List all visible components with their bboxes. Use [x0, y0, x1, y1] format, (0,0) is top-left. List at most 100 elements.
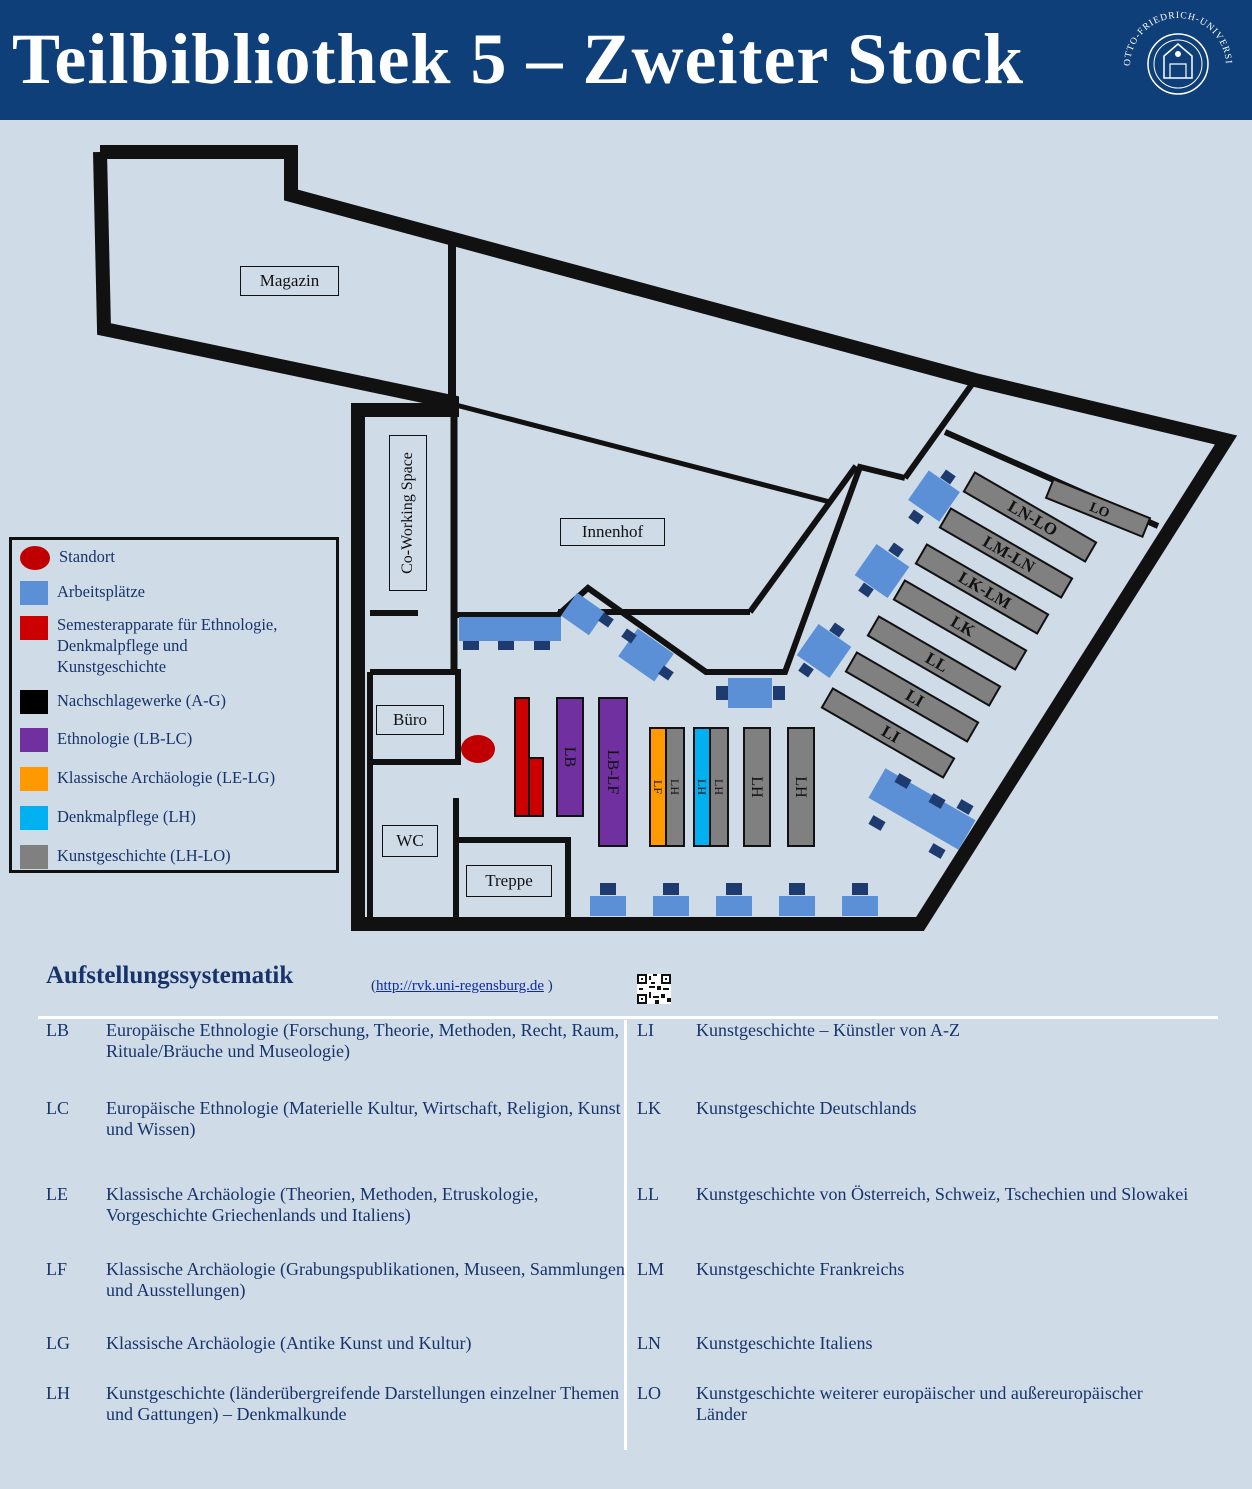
shelf-ln-lo: [962, 471, 1098, 563]
chair: [908, 509, 924, 525]
chair: [600, 883, 616, 895]
legend-label: Ethnologie (LB-LC): [57, 729, 193, 748]
shelf-li-1: [820, 687, 956, 779]
code-lb: LB: [46, 1020, 70, 1040]
code-lk: LK: [637, 1098, 661, 1118]
code-li: LI: [637, 1020, 654, 1040]
code-ll: LL: [637, 1184, 659, 1204]
shelf-lh1: [665, 727, 685, 847]
chair: [598, 612, 614, 628]
shelf-label-lf: LF: [651, 780, 665, 794]
innenhof-wall: [747, 464, 859, 614]
semesterapparat-swatch: [20, 616, 48, 640]
chair: [928, 793, 946, 809]
standort-marker: [461, 735, 495, 763]
rvk-link[interactable]: http://rvk.uni-regensburg.de: [376, 978, 545, 994]
desk: [868, 768, 976, 850]
desc-lo: Kunstgeschichte weiterer europäischer un…: [696, 1383, 1143, 1424]
room-coworking: Co-Working Space: [389, 435, 427, 591]
legend-label: Arbeitsplätze: [57, 582, 145, 601]
shelf-semesterapparat: [528, 757, 544, 817]
code-ln: LN: [637, 1333, 661, 1353]
desc-lf: Klassische Archäologie (Grabungspublikat…: [106, 1259, 625, 1300]
wall: [902, 378, 978, 480]
code-lc: LC: [46, 1098, 70, 1118]
shelf-ll: [866, 615, 1002, 707]
divider: [624, 1020, 627, 1450]
kunstgeschichte-swatch: [20, 845, 48, 869]
desk: [561, 592, 605, 636]
legend-item-nachschlagewerke: Nachschlagewerke (A-G): [20, 690, 226, 714]
legend: Standort Arbeitsplätze Semesterapparate …: [9, 537, 339, 873]
chair: [868, 815, 886, 831]
desc-lm: Kunstgeschichte Frankreichs: [696, 1259, 905, 1279]
chair: [829, 622, 845, 638]
ethnologie-swatch: [20, 728, 48, 752]
shelf-label-lh3: LH: [712, 779, 726, 795]
legend-label: Denkmalpflege (LH): [57, 807, 196, 826]
desk: [779, 896, 815, 916]
systematik-title: Aufstellungssystematik: [46, 962, 294, 989]
shelf-lb: [556, 697, 584, 817]
page-title: Teilbibliothek 5 – Zweiter Stock: [12, 19, 1025, 99]
archaeologie-swatch: [20, 767, 48, 791]
desc-le: Klassische Archäologie (Theorien, Method…: [106, 1184, 539, 1225]
chair: [798, 662, 814, 678]
legend-label: Semesterapparate für Ethnologie, Denkmal…: [57, 615, 278, 676]
shelf-semesterapparat: [514, 697, 530, 817]
chair: [534, 641, 550, 650]
desk: [908, 470, 960, 522]
shelf-label-lh4: LH: [748, 776, 765, 798]
shelf-lh2: [709, 727, 729, 847]
shelf-lh3: [743, 727, 771, 847]
chair: [888, 542, 904, 558]
chair: [658, 665, 674, 681]
room-wc: WC: [382, 825, 438, 857]
header-bar: Teilbibliothek 5 – Zweiter Stock OTTO-FR…: [0, 0, 1252, 120]
shelf-lb-lf: [598, 697, 628, 847]
code-lf: LF: [46, 1259, 68, 1279]
legend-item-kunstgeschichte: Kunstgeschichte (LH-LO): [20, 845, 231, 869]
legend-label: Klassische Archäologie (LE-LG): [57, 768, 276, 787]
desk: [854, 543, 910, 599]
legend-item-semesterapparate: Semesterapparate für Ethnologie, Denkmal…: [20, 614, 297, 677]
desc-lb: Europäische Ethnologie (Forschung, Theor…: [106, 1020, 620, 1061]
code-lm: LM: [637, 1259, 664, 1279]
legend-item-arbeitsplaetze: Arbeitsplätze: [20, 581, 145, 605]
desk: [716, 896, 752, 916]
standort-icon: [20, 546, 50, 570]
chair: [789, 883, 805, 895]
desc-lc: Europäische Ethnologie (Materielle Kultu…: [106, 1098, 621, 1139]
arbeitsplaetze: [459, 469, 976, 916]
denkmalpflege-swatch: [20, 806, 48, 830]
shelf-lh4: [787, 727, 815, 847]
desc-li: Kunstgeschichte – Künstler von A-Z: [696, 1020, 960, 1040]
chair: [940, 469, 956, 485]
chair: [663, 883, 679, 895]
shelf-li-2: [844, 651, 980, 743]
shelf-lo: [1044, 477, 1152, 539]
legend-item-standort: Standort: [20, 546, 115, 570]
qr-code-icon[interactable]: [637, 974, 671, 1004]
legend-item-klass-archaeologie: Klassische Archäologie (LE-LG): [20, 767, 275, 791]
room-innenhof: Innenhof: [560, 518, 665, 546]
desc-ln: Kunstgeschichte Italiens: [696, 1333, 873, 1353]
room-treppe: Treppe: [466, 865, 552, 897]
shelf-lk: [892, 579, 1028, 671]
chair: [928, 843, 946, 859]
chair: [894, 773, 912, 789]
chair: [773, 686, 785, 700]
desc-lh: Kunstgeschichte (länderübergreifende Dar…: [106, 1383, 620, 1424]
code-lh: LH: [46, 1383, 70, 1403]
shelf-label-lb: LB: [561, 747, 578, 767]
chair: [621, 628, 637, 644]
legend-item-ethnologie: Ethnologie (LB-LC): [20, 728, 192, 752]
desk: [459, 617, 561, 641]
desk: [842, 896, 878, 916]
rvk-link-wrapper: (http://rvk.uni-regensburg.de ): [371, 978, 553, 994]
shelf-label-lh2: LH: [695, 779, 709, 795]
wall: [370, 669, 461, 765]
shelf-label-lh1: LH: [668, 779, 682, 795]
chair: [498, 641, 514, 650]
